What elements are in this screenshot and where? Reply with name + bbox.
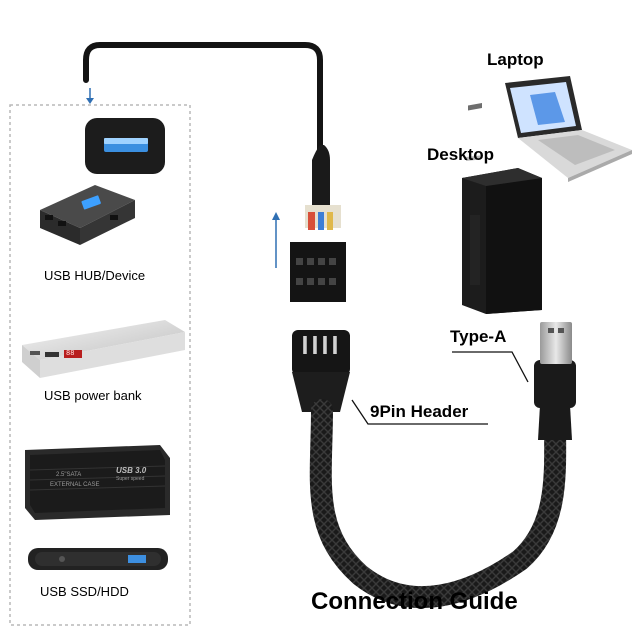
braided-cable: [309, 399, 567, 608]
usb-port-icon: [85, 118, 165, 174]
9pin-header-label: 9Pin Header: [370, 402, 469, 421]
9pin-female-connector: [290, 145, 346, 302]
top-cable: [83, 42, 323, 173]
laptop-image: [505, 76, 632, 182]
9pin-male-connector: [292, 330, 350, 412]
ssd-hdd-label: USB SSD/HDD: [40, 584, 129, 599]
down-arrow-icon: [86, 88, 94, 104]
header-leader: [351, 399, 488, 425]
ssd-case-sub: Super speed: [116, 476, 145, 482]
ssd-case-image: [25, 445, 170, 520]
type-a-connector: [534, 322, 576, 440]
ssd-case-brand: USB 3.0: [116, 466, 147, 475]
usb-hub-image: [40, 185, 135, 245]
power-bank-image: [22, 320, 185, 378]
power-bank-readout: 88: [66, 349, 75, 357]
up-arrow-icon: [272, 212, 280, 268]
type-a-label: Type-A: [450, 327, 507, 346]
ssd-side-image: [28, 548, 168, 570]
ssd-case-line1: 2.5"SATA: [56, 472, 82, 478]
ssd-case-line2: EXTERNAL CASE: [50, 482, 100, 488]
power-bank-label: USB power bank: [44, 388, 142, 403]
devices-panel-border: [9, 104, 191, 626]
laptop-label: Laptop: [487, 50, 544, 69]
desktop-label: Desktop: [427, 145, 495, 164]
usb-hub-label: USB HUB/Device: [44, 268, 146, 283]
type-a-leader: [452, 351, 529, 383]
desktop-tower-image: [462, 103, 542, 314]
connection-guide-title: Connection Guide: [311, 588, 518, 615]
